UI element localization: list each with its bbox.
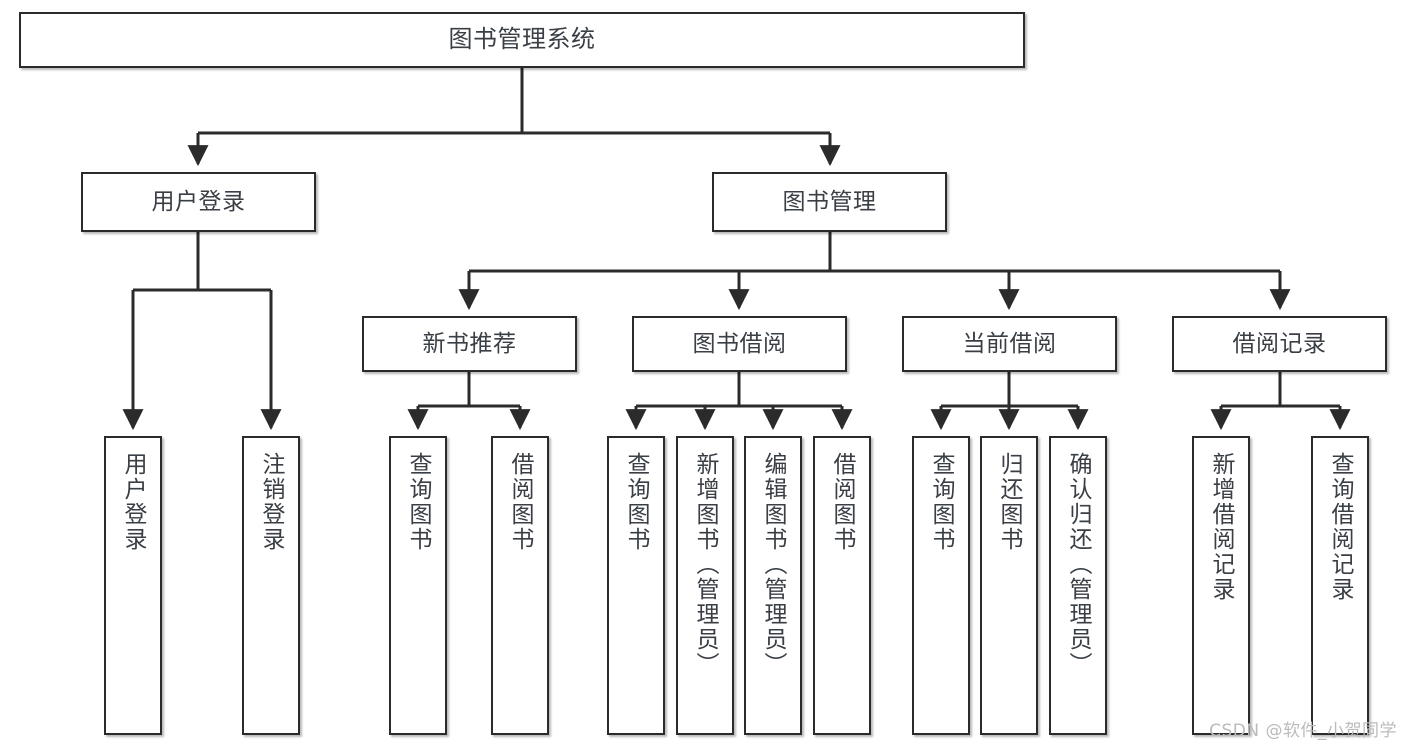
node-user-login[interactable]: 用户登录 [81, 172, 316, 232]
leaf-current-borrow-confirm-return-admin[interactable]: 确认归还（管理员） [1049, 436, 1107, 735]
leaf-new-book-query-book[interactable]: 查询图书 [389, 436, 447, 735]
node-new-book-recommend[interactable]: 新书推荐 [362, 316, 577, 372]
node-label: 查询图书 [405, 452, 432, 552]
node-label: 新增借阅记录 [1208, 452, 1235, 602]
node-current-borrow[interactable]: 当前借阅 [902, 316, 1117, 372]
node-label: 图书借阅 [692, 330, 787, 357]
node-label: 图书管理系统 [448, 25, 596, 54]
node-book-management[interactable]: 图书管理 [712, 172, 947, 232]
leaf-book-borrow-add-book-admin[interactable]: 新增图书（管理员） [676, 436, 734, 735]
leaf-current-borrow-query-book[interactable]: 查询图书 [912, 436, 970, 735]
node-label: 用户登录 [120, 452, 147, 552]
node-label: 查询图书 [623, 452, 650, 552]
node-label: 借阅图书 [829, 452, 856, 552]
node-label: 借阅图书 [507, 452, 534, 552]
leaf-borrow-record-query-record[interactable]: 查询借阅记录 [1311, 436, 1369, 735]
csdn-watermark: CSDN @软件_小贺同学 [1209, 721, 1397, 741]
node-borrow-record[interactable]: 借阅记录 [1172, 316, 1387, 372]
node-label: 查询借阅记录 [1327, 452, 1354, 602]
node-root-book-management-system[interactable]: 图书管理系统 [19, 12, 1025, 68]
node-label: 新书推荐 [422, 330, 517, 357]
leaf-user-login-logout[interactable]: 注销登录 [242, 436, 300, 735]
leaf-borrow-record-add-record[interactable]: 新增借阅记录 [1192, 436, 1250, 735]
leaf-book-borrow-borrow-book[interactable]: 借阅图书 [813, 436, 871, 735]
node-label: 借阅记录 [1232, 330, 1327, 357]
node-label: 用户登录 [151, 188, 246, 215]
node-label: 新增图书（管理员） [692, 452, 719, 677]
node-label: 图书管理 [782, 188, 877, 215]
leaf-current-borrow-return-book[interactable]: 归还图书 [980, 436, 1038, 735]
node-label: 编辑图书（管理员） [760, 452, 787, 677]
node-label: 当前借阅 [962, 330, 1057, 357]
node-book-borrow[interactable]: 图书借阅 [632, 316, 847, 372]
leaf-user-login-login[interactable]: 用户登录 [104, 436, 162, 735]
leaf-book-borrow-query-book[interactable]: 查询图书 [607, 436, 665, 735]
node-label: 归还图书 [996, 452, 1023, 552]
node-label: 注销登录 [258, 452, 285, 552]
node-label: 确认归还（管理员） [1065, 452, 1092, 677]
leaf-new-book-borrow-book[interactable]: 借阅图书 [491, 436, 549, 735]
leaf-book-borrow-edit-book-admin[interactable]: 编辑图书（管理员） [744, 436, 802, 735]
node-label: 查询图书 [928, 452, 955, 552]
